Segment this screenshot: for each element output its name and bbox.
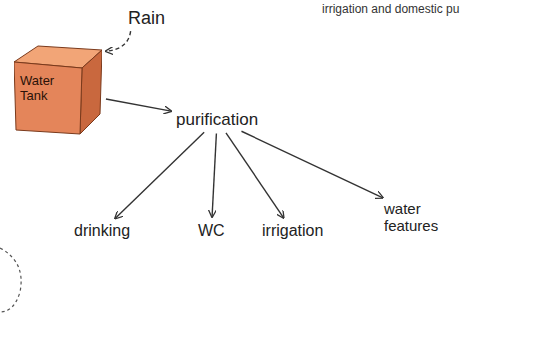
use-text: water features bbox=[384, 200, 464, 235]
tank-label-area: Water Tank bbox=[14, 44, 76, 104]
dashed-arrow bbox=[106, 31, 131, 51]
flow-arrow bbox=[115, 132, 204, 218]
note-text: irrigation and domestic pu bbox=[322, 2, 459, 16]
node-label: drinking bbox=[74, 222, 130, 240]
use-text: drinking bbox=[74, 222, 130, 240]
source-text: Rain bbox=[128, 8, 165, 29]
flow-arrow bbox=[106, 99, 171, 111]
water-tank: Water Tank bbox=[14, 44, 102, 136]
flow-arrow bbox=[212, 134, 216, 217]
node-label: WC bbox=[198, 222, 225, 240]
dashed-curve bbox=[0, 248, 21, 312]
node-label: irrigation bbox=[262, 222, 323, 240]
flow-arrow bbox=[241, 131, 382, 198]
process-text: purification bbox=[176, 110, 258, 130]
use-text: WC bbox=[198, 222, 225, 240]
tank-label: Water Tank bbox=[20, 74, 76, 104]
node-label: Rain bbox=[128, 8, 165, 29]
node-label: purification bbox=[176, 110, 258, 130]
node-label: water features bbox=[384, 200, 464, 235]
use-text: irrigation bbox=[262, 222, 323, 240]
flow-arrow bbox=[226, 133, 284, 218]
